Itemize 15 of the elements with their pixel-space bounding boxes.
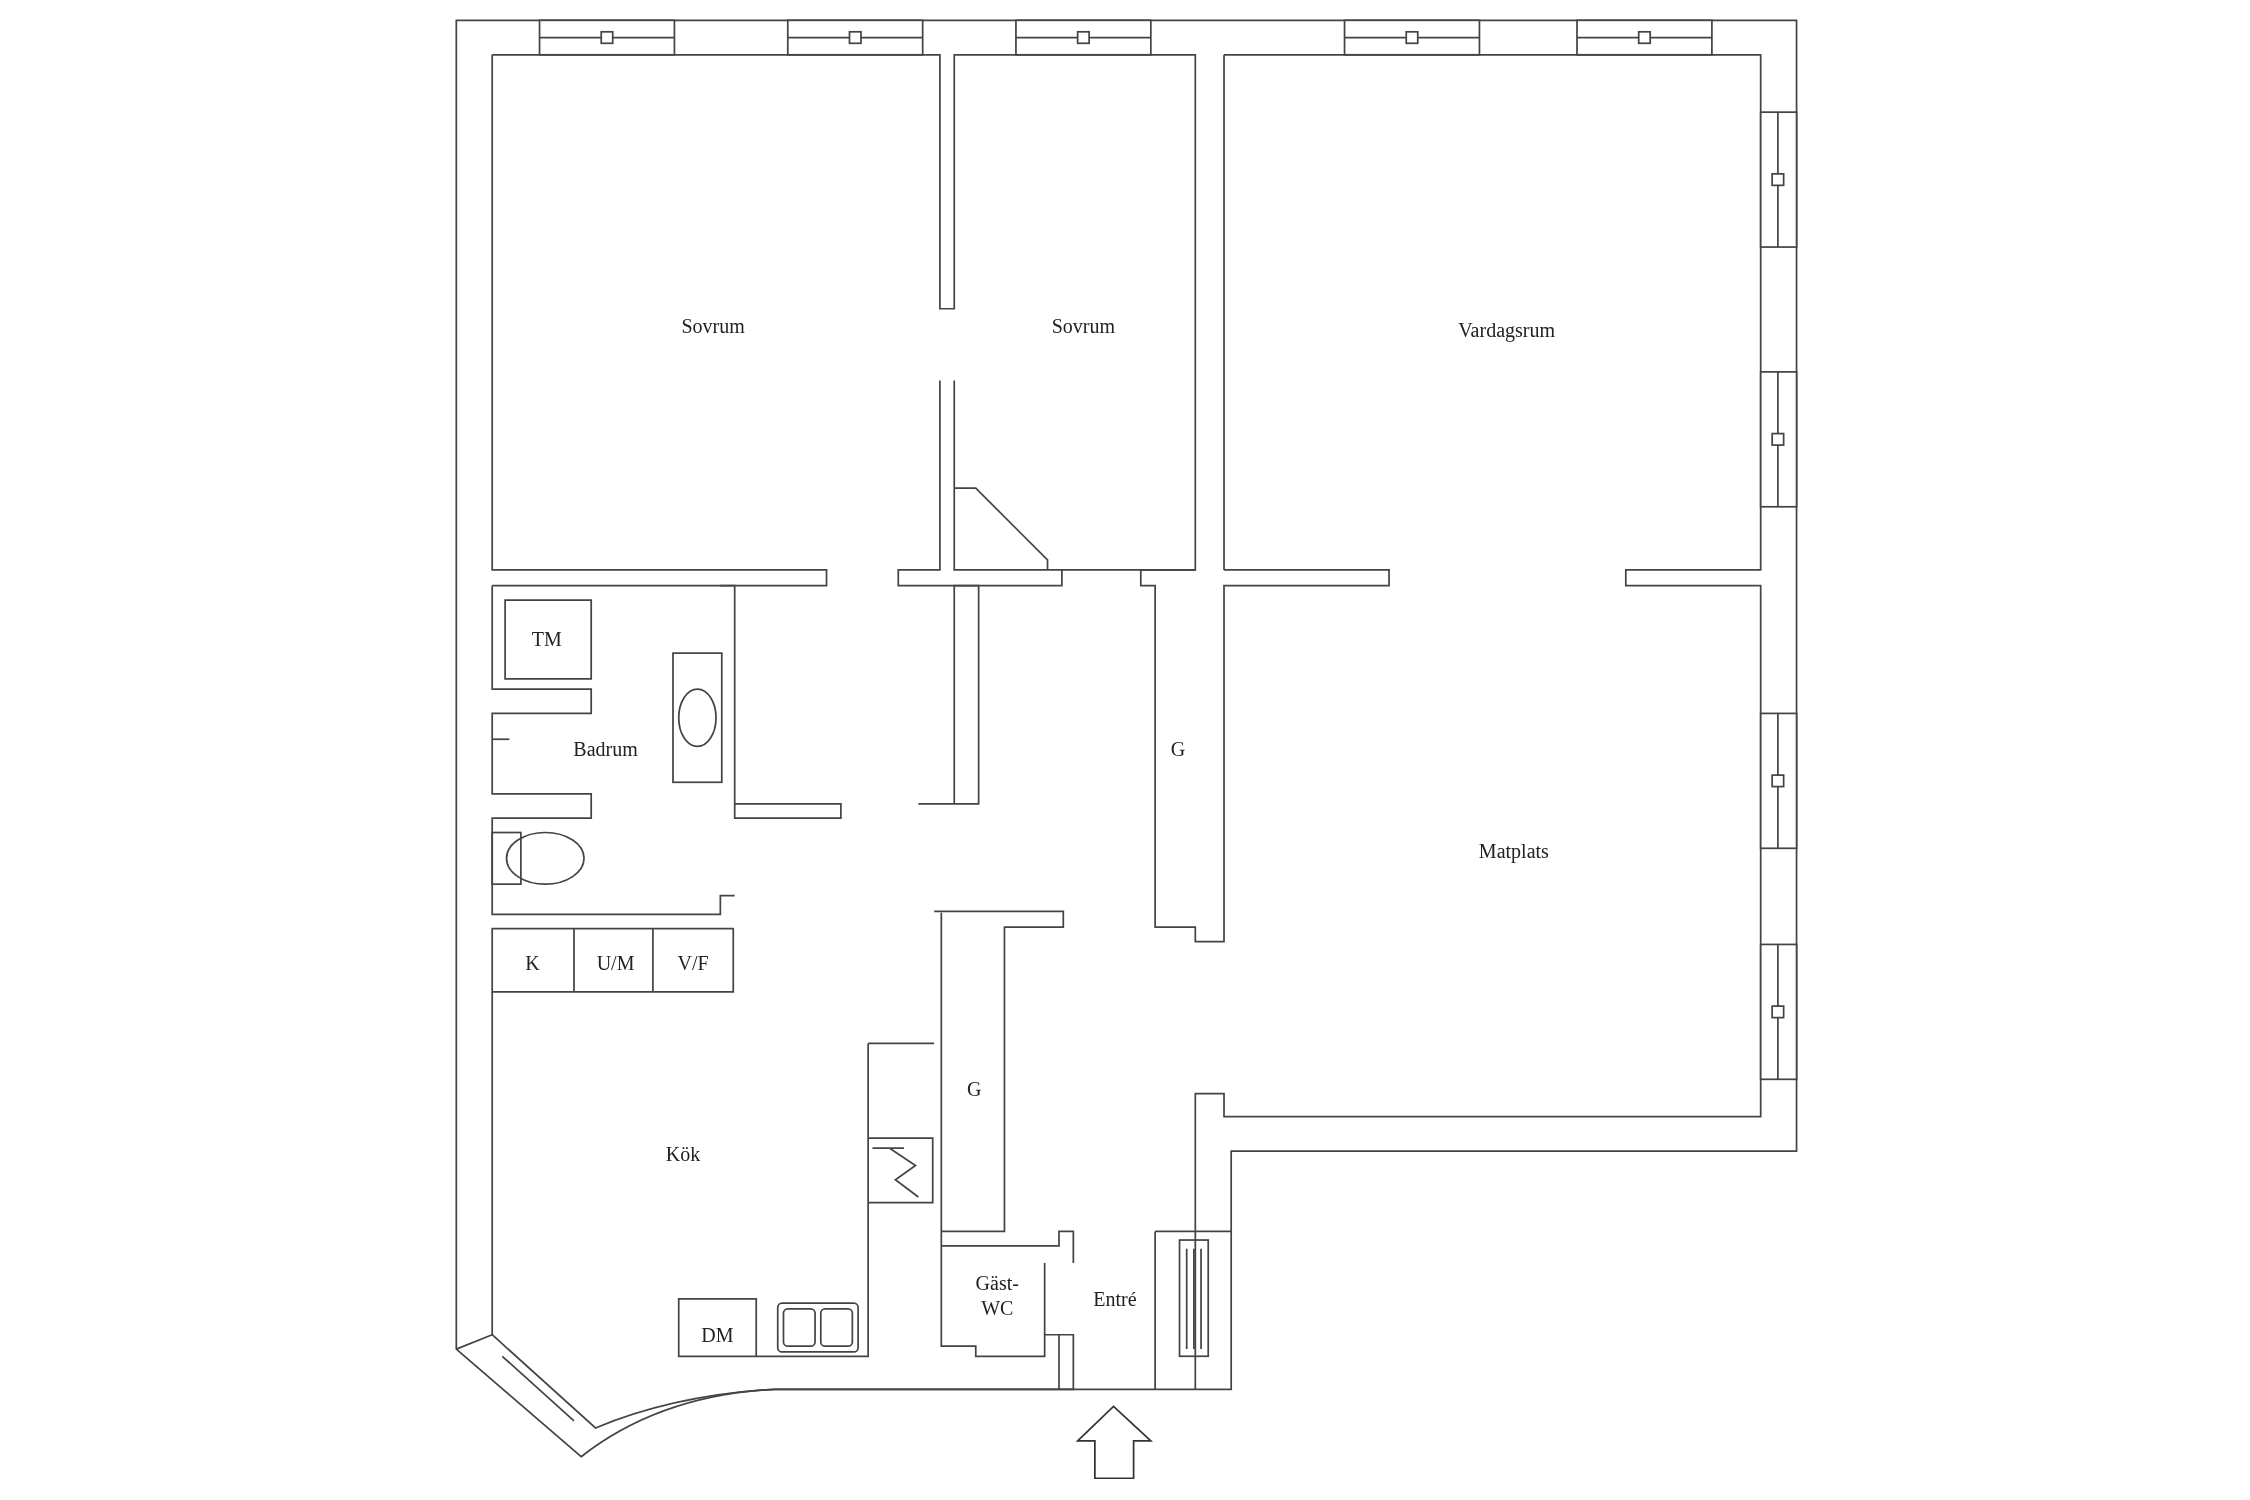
room-label: Matplats — [1478, 838, 1549, 864]
room-label: Badrum — [573, 736, 638, 762]
room-label: Entré — [1093, 1286, 1137, 1312]
room-label: Sovrum — [1051, 313, 1116, 339]
room-label: Vardagsrum — [1458, 317, 1555, 343]
room-label: G — [967, 1076, 982, 1102]
room-label: G — [1170, 736, 1186, 762]
room-label: K — [525, 950, 540, 976]
room-label: Gäst-WC — [974, 1270, 1020, 1321]
room-label: V/F — [677, 950, 709, 976]
room-label: DM — [701, 1322, 734, 1347]
room-label: TM — [531, 626, 562, 652]
room-label: U/M — [596, 950, 635, 976]
room-label: Kök — [665, 1141, 701, 1167]
room-label: Sovrum — [681, 313, 745, 339]
